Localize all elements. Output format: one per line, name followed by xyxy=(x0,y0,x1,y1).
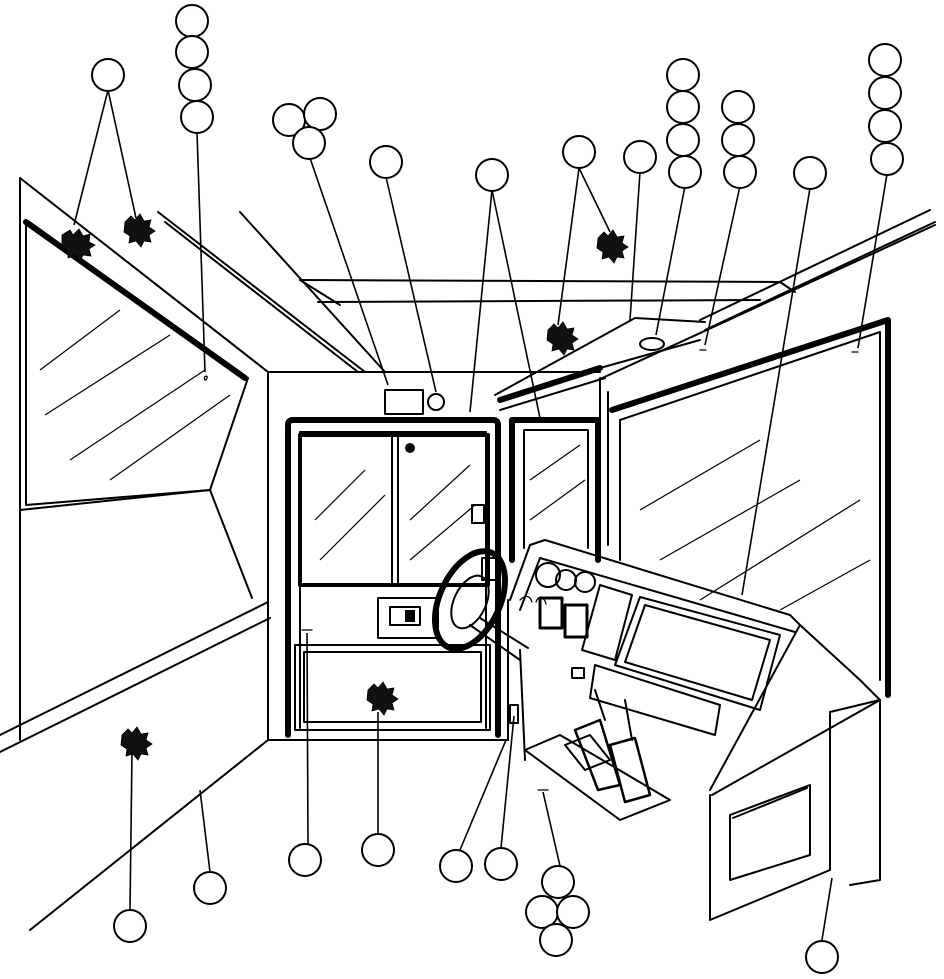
callout-circle xyxy=(666,58,700,92)
right-rear-window xyxy=(507,417,601,741)
callout-circle xyxy=(193,871,227,905)
adhesive-splat-icon xyxy=(61,228,96,262)
callout-circle xyxy=(668,155,702,189)
callout-circle xyxy=(666,90,700,124)
callout-circle xyxy=(539,923,573,957)
adhesive-splat-icon xyxy=(596,229,629,264)
callout-circle xyxy=(562,135,596,169)
callouts xyxy=(91,4,904,974)
dashboard xyxy=(509,539,881,796)
steering-wheel xyxy=(432,548,529,761)
callout-circle xyxy=(541,865,575,899)
left-wall xyxy=(0,177,271,753)
adhesive-splat-icon xyxy=(120,726,153,761)
callout-circle xyxy=(556,895,590,929)
callout-circle xyxy=(113,909,147,943)
callout-circle xyxy=(303,97,337,131)
callout-circle xyxy=(439,849,473,883)
callout-circle xyxy=(868,76,902,110)
callout-circle xyxy=(178,68,212,102)
adhesive-splat-icon xyxy=(546,321,579,356)
ceiling xyxy=(157,211,796,373)
callout-circle xyxy=(666,123,700,157)
pedals xyxy=(524,689,671,821)
callout-circle xyxy=(868,43,902,77)
callout-circle xyxy=(793,156,827,190)
callout-circle xyxy=(288,843,322,877)
callout-circle xyxy=(475,158,509,192)
callout-circle xyxy=(180,100,214,134)
callout-circle xyxy=(723,155,757,189)
adhesive-markers xyxy=(61,213,629,761)
rear-door xyxy=(285,417,501,738)
callout-circle xyxy=(721,123,755,157)
callout-circle xyxy=(361,833,395,867)
overhead-console xyxy=(494,209,936,411)
callout-circle xyxy=(292,126,326,160)
callout-circle xyxy=(805,940,839,974)
callout-circle xyxy=(175,4,209,38)
right-step xyxy=(709,699,881,921)
leader-lines xyxy=(73,89,888,941)
callout-circle xyxy=(91,58,125,92)
callout-circle xyxy=(721,90,755,124)
floor xyxy=(29,739,549,931)
left-window xyxy=(23,219,249,506)
callout-circle xyxy=(870,142,904,176)
adhesive-splat-icon xyxy=(366,681,399,716)
callout-circle xyxy=(868,109,902,143)
callout-circle xyxy=(369,145,403,179)
callout-circle xyxy=(484,847,518,881)
callout-circle xyxy=(525,895,559,929)
right-wall xyxy=(597,224,936,561)
callout-circle xyxy=(623,140,657,174)
adhesive-splat-icon xyxy=(123,213,156,248)
callout-circle xyxy=(175,35,209,69)
right-window xyxy=(609,317,891,698)
reference-marks xyxy=(203,349,859,724)
